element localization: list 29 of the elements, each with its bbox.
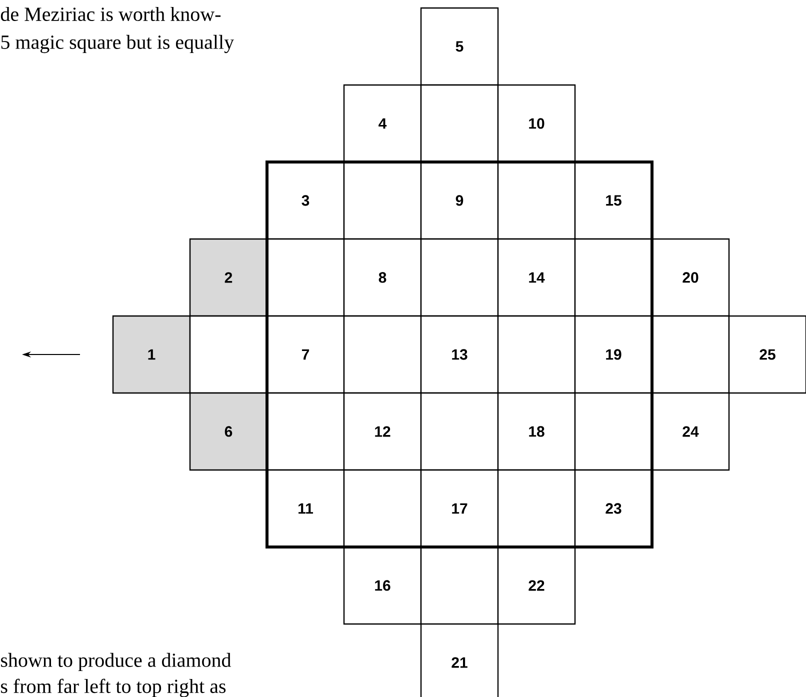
text-line: s from far left to top right as [1,678,226,697]
number-cell: 23 [574,469,653,548]
number-cell: 24 [651,392,730,471]
number-cell: 25 [728,315,806,394]
number-cell: 3 [266,161,345,240]
text-line: de Meziriac is worth know- [0,6,221,22]
number-cell: 6 [189,392,268,471]
number-cell: 7 [266,315,345,394]
number-cell: 11 [266,469,345,548]
number-cell: 4 [343,84,422,163]
number-cell: 15 [574,161,653,240]
number-cell: 18 [497,392,576,471]
number-cell: 5 [420,7,499,86]
number-cell: 19 [574,315,653,394]
number-cell: 12 [343,392,422,471]
number-cell: 20 [651,238,730,317]
number-cell: 17 [420,469,499,548]
number-cell: 13 [420,315,499,394]
number-cell: 22 [497,546,576,625]
number-cell: 16 [343,546,422,625]
number-cell: 14 [497,238,576,317]
number-cell: 8 [343,238,422,317]
number-cell: 9 [420,161,499,240]
text-line: shown to produce a diamond [1,652,232,672]
number-cell: 2 [189,238,268,317]
number-cell: 1 [112,315,191,394]
number-cell: 10 [497,84,576,163]
text-line: 5 magic square but is equally [1,34,234,54]
number-cell: 21 [420,623,499,697]
